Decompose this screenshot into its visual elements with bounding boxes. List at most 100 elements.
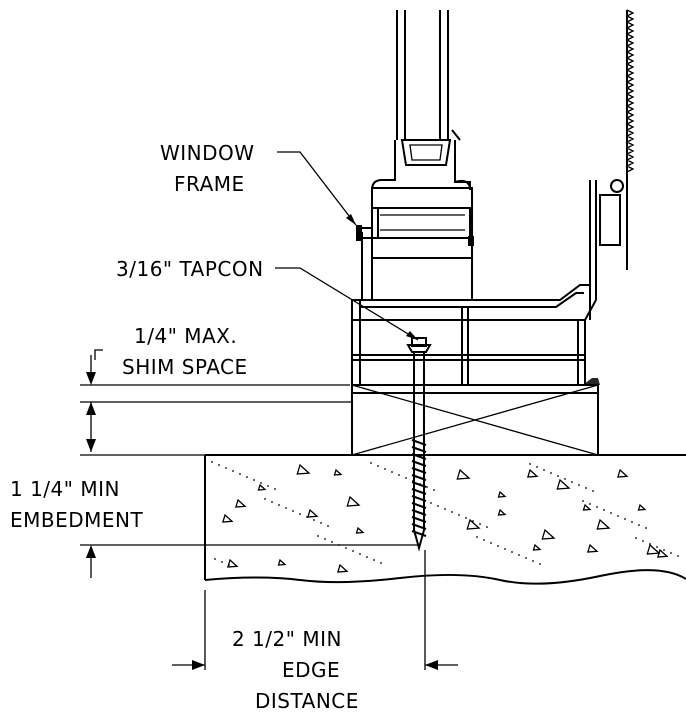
aggregate-mark (646, 543, 661, 555)
aggregate-mark (617, 468, 629, 478)
embedment-label-line2: EMBEDMENT (10, 508, 144, 532)
aggregate-dot (476, 536, 478, 538)
aggregate-dot (645, 527, 647, 529)
aggregate-dot (384, 468, 386, 470)
aggregate-dot (423, 499, 425, 501)
aggregate-mark (257, 483, 267, 491)
aggregate-mark (587, 543, 599, 553)
aggregate-mark (333, 468, 343, 476)
embedment-label-line1: 1 1/4" MIN (10, 477, 120, 501)
aggregate-dot (585, 487, 587, 489)
aggregate-dot (292, 510, 294, 512)
aggregate-mark (637, 503, 647, 511)
aggregate-dot (532, 560, 534, 562)
aggregate-dot (479, 523, 481, 525)
aggregate-dot (405, 477, 407, 479)
aggregate-dot (550, 472, 552, 474)
aggregate-dot (483, 539, 485, 541)
aggregate-dot (324, 538, 326, 540)
aggregate-mark (556, 478, 571, 490)
aggregate-dot (497, 545, 499, 547)
aggregate-dot (472, 520, 474, 522)
aggregate-mark (532, 543, 542, 551)
aggregate-dot (564, 478, 566, 480)
aggregate-dot (278, 504, 280, 506)
aggregate-dot (317, 535, 319, 537)
aggregate-dot (656, 546, 658, 548)
aggregate-dot (327, 525, 329, 527)
edge-distance-label-line2: EDGE (282, 658, 341, 682)
tapcon-screw (406, 337, 432, 552)
aggregate-dot (504, 548, 506, 550)
aggregate-dot (490, 542, 492, 544)
aggregate-dot (352, 550, 354, 552)
aggregate-dot (419, 483, 421, 485)
aggregate-dot (274, 488, 276, 490)
window-frame-label-line1: WINDOW (160, 141, 255, 165)
aggregate-dot (239, 473, 241, 475)
aggregate-dot (253, 479, 255, 481)
edge-distance-label-line1: 2 1/2" MIN (232, 627, 342, 651)
aggregate-dot (589, 503, 591, 505)
aggregate-dot (359, 553, 361, 555)
aggregate-dot (624, 518, 626, 520)
aggregate-dot (264, 498, 266, 500)
aggregate-dot (596, 506, 598, 508)
aggregate-dot (211, 461, 213, 463)
aggregate-dot (649, 543, 651, 545)
aggregate-dot (571, 481, 573, 483)
aggregate-mark (346, 495, 361, 507)
aggregate-dot (642, 540, 644, 542)
aggregate-mark (497, 490, 507, 498)
aggregate-dot (631, 521, 633, 523)
aggregate-dot (380, 562, 382, 564)
aggregate-mark (296, 463, 311, 475)
aggregate-dot (430, 502, 432, 504)
aggregate-mark (582, 503, 592, 511)
aggregate-dot (663, 549, 665, 551)
aggregate-mark (466, 518, 481, 530)
wood-buck-shim (351, 384, 599, 456)
shim-space-label-line1: 1/4" MAX. (134, 324, 238, 348)
aggregate-dot (221, 561, 223, 563)
aggregate-dot (412, 480, 414, 482)
aggregate-dot (536, 466, 538, 468)
aggregate-dot (451, 511, 453, 513)
window-frame-extrusion (351, 129, 600, 386)
aggregate-dot (458, 514, 460, 516)
aggregate-dot (529, 463, 531, 465)
aggregate-dot (557, 475, 559, 477)
aggregate-dot (331, 541, 333, 543)
aggregate-dot (518, 554, 520, 556)
aggregate-dot (511, 551, 513, 553)
aggregate-mark (527, 468, 539, 478)
aggregate-dot (370, 462, 372, 464)
aggregate-dot (228, 564, 230, 566)
aggregate-mark (541, 528, 556, 540)
aggregate-mark (277, 558, 287, 566)
exterior-siding (589, 9, 635, 320)
aggregate-mark (355, 526, 365, 534)
aggregate-dot (525, 557, 527, 559)
aggregate-dot (444, 508, 446, 510)
aggregate-dot (377, 465, 379, 467)
aggregate-dot (635, 537, 637, 539)
edge-distance-label-line3: DISTANCE (255, 689, 359, 713)
aggregate-dot (373, 559, 375, 561)
aggregate-dot (539, 563, 541, 565)
aggregate-dot (246, 476, 248, 478)
aggregate-mark (307, 508, 319, 518)
aggregate-dot (610, 512, 612, 514)
aggregate-dot (670, 552, 672, 554)
aggregate-dot (398, 474, 400, 476)
aggregate-dot (677, 555, 679, 557)
aggregate-dot (232, 470, 234, 472)
aggregate-dot (260, 482, 262, 484)
aggregate-dot (638, 524, 640, 526)
aggregate-mark (235, 498, 247, 508)
aggregate-mark (456, 468, 471, 480)
glazing-panel (396, 10, 452, 166)
aggregate-dot (345, 547, 347, 549)
leader-lines (80, 151, 458, 670)
